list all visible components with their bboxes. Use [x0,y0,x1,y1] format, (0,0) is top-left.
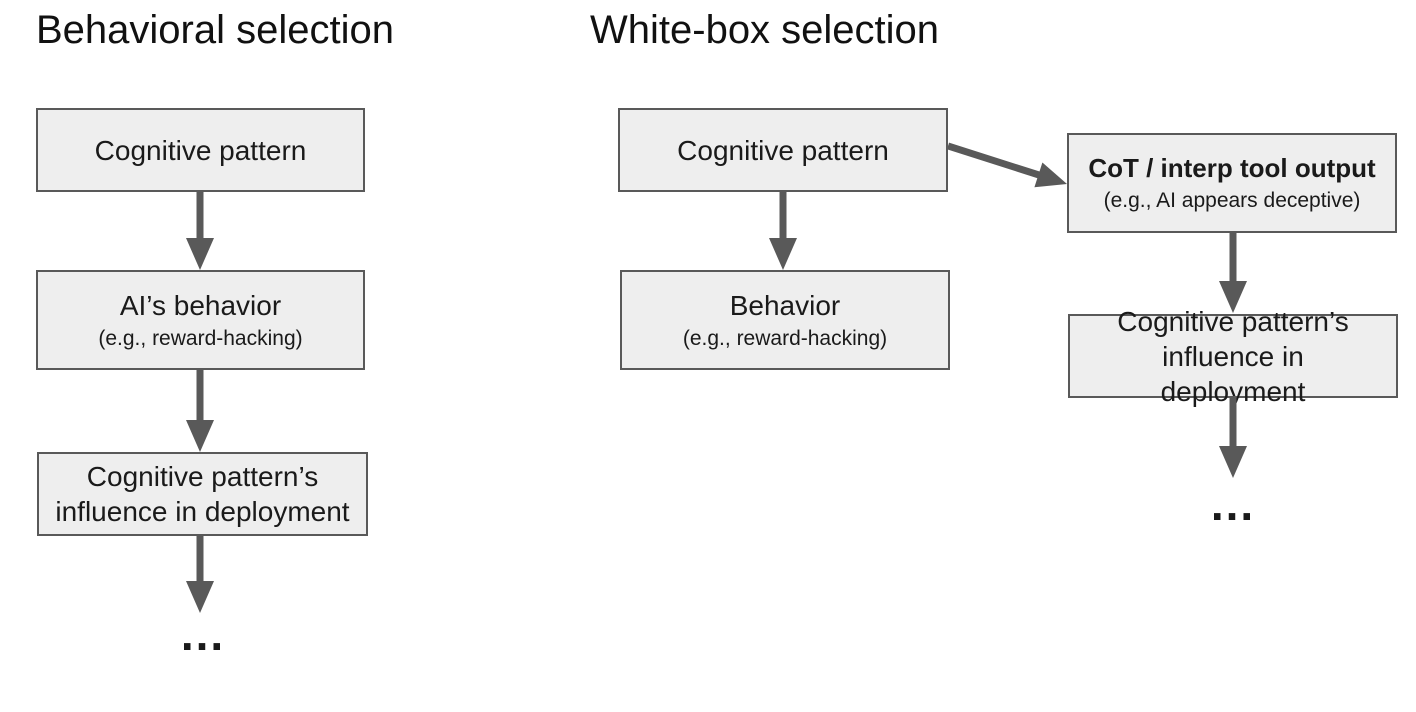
node-sublabel: (e.g., reward-hacking) [98,326,303,350]
node-cognitive-influence-left: Cognitive pattern’s influence in deploym… [37,452,368,536]
node-sublabel: (e.g., AI appears deceptive) [1103,188,1361,212]
node-sublabel: (e.g., reward-hacking) [682,326,888,350]
down-arrow [1219,396,1247,478]
continuation-ellipsis: ... [180,608,226,660]
down-arrow [1219,232,1247,313]
down-arrow [186,369,214,452]
node-label: Cognitive pattern’s influence in deploym… [55,461,350,527]
node-label: Behavior [729,289,841,321]
node-cot-interp-output: CoT / interp tool output (e.g., AI appea… [1067,133,1397,233]
diagonal-arrow [948,142,1067,188]
node-label: CoT / interp tool output [1088,153,1376,184]
white-box-selection-title: White-box selection [590,8,940,52]
node-label: AI’s behavior [119,289,282,321]
down-arrow [186,534,214,613]
down-arrow [186,191,214,270]
continuation-ellipsis: ... [1210,478,1256,530]
node-ai-behavior: AI’s behavior (e.g., reward-hacking) [36,270,365,370]
node-cognitive-pattern-left: Cognitive pattern [36,108,365,192]
node-label: Cognitive pattern [94,134,307,166]
node-label: Cognitive pattern’s influence in deploym… [1117,305,1349,407]
node-behavior: Behavior (e.g., reward-hacking) [620,270,950,370]
down-arrow [769,191,797,270]
node-cognitive-pattern-right: Cognitive pattern [618,108,948,192]
node-label: Cognitive pattern [677,134,889,166]
node-cognitive-influence-right: Cognitive pattern’s influence in deploym… [1068,306,1398,407]
behavioral-selection-title: Behavioral selection [36,8,394,52]
